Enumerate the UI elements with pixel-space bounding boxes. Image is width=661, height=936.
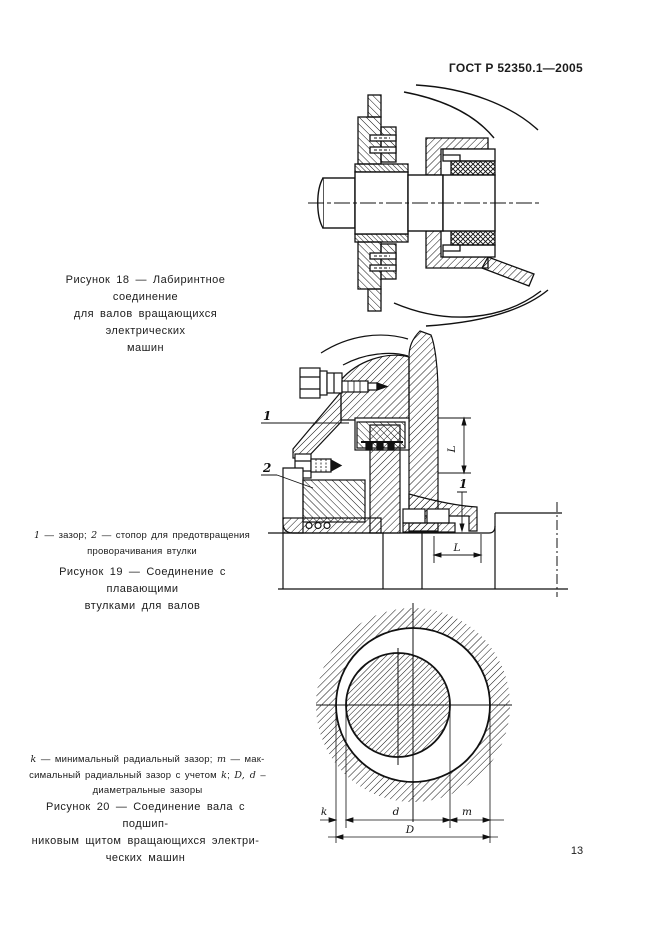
fig18-labyrinth-flange	[354, 94, 409, 312]
fig19-label-stop: 2	[262, 461, 271, 475]
fig20-dim-d: d	[393, 806, 400, 818]
fig20-dimensions	[320, 710, 504, 843]
fig20-dim-k: k	[321, 806, 327, 818]
fig20-legend-text-2: — мак-	[226, 754, 265, 765]
fig20-caption-line1: Рисунок 20 — Соединение вала с подшип-	[46, 801, 245, 830]
fig19-dim-L-horizontal: L	[453, 542, 461, 554]
fig19-dimensions	[261, 416, 483, 563]
fig19-legend-var-2: 2	[91, 530, 98, 541]
fig19-legend-line2: проворачивания втулки	[87, 545, 197, 557]
fig19-floating-bushing-drawing: 1 2 1 L L	[261, 330, 568, 597]
fig20-legend-text-4: ;	[227, 769, 235, 781]
fig20-legend-var-k: k	[30, 754, 37, 765]
fig19-dim-L-vertical: L	[446, 445, 458, 453]
fig18-caption: Рисунок 18 — Лабиринтное соединение для …	[38, 272, 253, 357]
page-number: 13	[570, 845, 584, 857]
fig20-shaft-shield-drawing: k d m D	[316, 603, 512, 843]
fig20-legend-text-3: симальный радиальный зазор с учетом	[29, 769, 222, 781]
fig19-bolt	[299, 367, 389, 399]
fig20-legend-text-5: –	[256, 769, 266, 781]
fig19-label-gap2: 1	[459, 477, 467, 491]
fig19-legend-var-1: 1	[33, 530, 41, 541]
fig20-legend-line1: k — минимальный радиальный зазор; m — ма…	[25, 752, 270, 768]
fig18-caption-line2: для валов вращающихся электрических	[73, 308, 218, 337]
fig19-legend-text-1: — зазор;	[40, 530, 92, 541]
fig20-legend-var-m: m	[216, 754, 227, 765]
fig20-legend-text-1: — минимальный радиальный зазор;	[36, 754, 217, 765]
fig19-label-gap: 1	[263, 409, 271, 423]
fig19-base-structure	[268, 502, 568, 597]
fig19-caption-line2: втулками для валов	[84, 600, 201, 612]
fig20-dim-D: D	[405, 824, 415, 836]
fig20-legend-line2: симальный радиальный зазор с учетом k; D…	[25, 768, 270, 784]
fig20-legend: k — минимальный радиальный зазор; m — ма…	[25, 752, 270, 799]
standard-number-header: ГОСТ Р 52350.1—2005	[448, 61, 583, 75]
fig19-caption: Рисунок 19 — Соединение с плавающими вту…	[30, 564, 255, 615]
fig20-dim-m: m	[462, 806, 472, 818]
fig19-legend-text-2: — стопор для предотвращения	[97, 530, 251, 541]
fig20-caption-line2: никовым щитом вращающихся электри-	[31, 835, 260, 847]
fig19-caption-line1: Рисунок 19 — Соединение с плавающими	[59, 566, 226, 595]
fig20-legend-var-k2: k	[221, 769, 228, 781]
fig18-labyrinth-seal-drawing	[308, 84, 549, 327]
fig20-legend-line3: диаметральные зазоры	[92, 785, 203, 796]
fig20-centerlines	[316, 603, 512, 822]
fig19-legend-line1: 1 — зазор; 2 — стопор для предотвращения	[22, 528, 262, 544]
fig20-legend-var-Dd: D, d	[234, 769, 257, 781]
fig20-caption: Рисунок 20 — Соединение вала с подшип- н…	[28, 799, 263, 867]
fig19-legend: 1 — зазор; 2 — стопор для предотвращения…	[22, 528, 262, 559]
fig18-caption-line3: машин	[127, 342, 164, 354]
fig18-caption-line1: Рисунок 18 — Лабиринтное соединение	[65, 274, 226, 303]
fig20-caption-line3: ческих машин	[105, 852, 186, 864]
